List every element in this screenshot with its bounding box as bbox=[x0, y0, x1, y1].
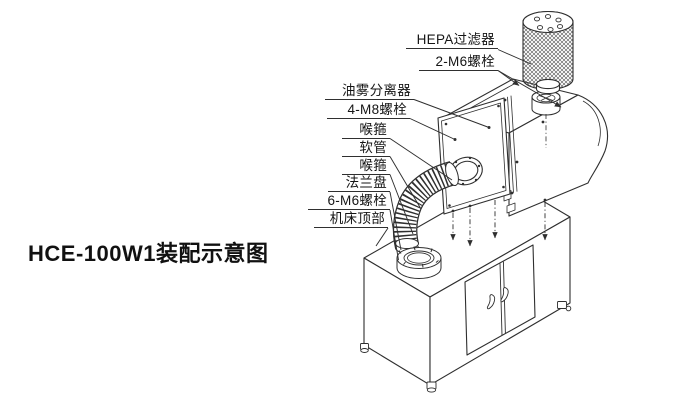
diagram-title: HCE-100W1装配示意图 bbox=[28, 241, 269, 266]
leader-flange bbox=[389, 191, 402, 251]
cabinet-front-face bbox=[429, 216, 571, 386]
leader-hose-clamp-lower bbox=[389, 174, 414, 235]
hepa-filter-holes bbox=[533, 14, 564, 32]
part-label-bolts-4-m8: 4-M8螺栓 bbox=[327, 102, 410, 119]
part-label-hepa-filter: HEPA过滤器 bbox=[406, 33, 498, 49]
panel-stack-seams bbox=[507, 95, 518, 193]
door-handle-right bbox=[500, 287, 509, 303]
flexible-hose-drawing bbox=[392, 161, 459, 254]
machine-cabinet-drawing bbox=[360, 177, 572, 393]
assembly-guide-lines bbox=[450, 198, 548, 247]
part-label-oil-mist-separator: 油雾分离器 bbox=[325, 83, 414, 100]
leader-bolts-6-m6 bbox=[389, 209, 399, 261]
separator-front-panel bbox=[437, 97, 511, 215]
leader-hepa-filter bbox=[497, 49, 532, 65]
part-label-bolts-2-m6: 2-M6螺栓 bbox=[419, 54, 498, 71]
part-label-hose-clamp-upper: 喉箍 bbox=[342, 122, 390, 139]
hose-upper-clamp bbox=[445, 161, 459, 187]
part-label-flexible-hose: 软管 bbox=[342, 140, 390, 157]
leader-lines bbox=[375, 49, 562, 261]
leader-flexible-hose bbox=[389, 156, 422, 210]
separator-bolt-dots bbox=[503, 98, 545, 195]
hepa-filter-port bbox=[531, 90, 561, 116]
machine-top-flange-drawing bbox=[396, 246, 442, 279]
cabinet-door-frame bbox=[464, 244, 536, 356]
cabinet-feet bbox=[360, 301, 572, 393]
leader-oil-mist-separator bbox=[413, 99, 490, 128]
oil-mist-separator-drawing bbox=[437, 78, 609, 217]
hepa-filter-drawing bbox=[522, 10, 574, 95]
separator-front-face bbox=[508, 94, 609, 217]
flange-bolts bbox=[398, 246, 439, 268]
leader-machine-top bbox=[375, 227, 389, 247]
leader-hose-clamp-upper bbox=[389, 138, 453, 181]
part-label-bolts-6-m6: 6-M6螺栓 bbox=[308, 194, 390, 210]
part-label-flange: 法兰盘 bbox=[328, 176, 390, 192]
part-label-machine-top: 机床顶部 bbox=[314, 212, 388, 228]
door-handle-left bbox=[486, 294, 496, 310]
panel-bolt-dots bbox=[444, 104, 505, 207]
leader-bolts-2-m6-b bbox=[497, 70, 562, 108]
hepa-filter-collar bbox=[535, 78, 561, 95]
part-label-hose-clamp-lower: 喉箍 bbox=[342, 158, 390, 175]
fan-scroll-seam bbox=[582, 100, 601, 147]
leader-bolts-4-m8 bbox=[409, 118, 456, 140]
